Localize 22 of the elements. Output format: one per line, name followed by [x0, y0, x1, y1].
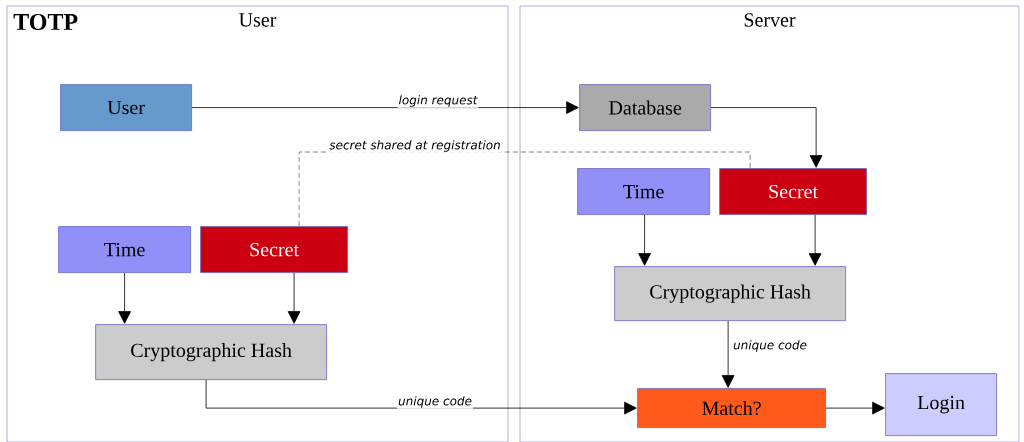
edge-label: login request: [397, 94, 479, 108]
process-box: Login: [885, 373, 997, 436]
process-box: Secret: [200, 226, 348, 273]
arrow: [808, 214, 822, 266]
process-box: Time: [577, 168, 710, 215]
edge-label: unique code: [397, 395, 473, 409]
process-box: Secret: [719, 168, 867, 215]
arrow: [710, 107, 823, 168]
arrow: [287, 272, 301, 324]
title: TOTP: [13, 13, 78, 31]
process-box: Cryptographic Hash: [95, 324, 327, 380]
arrow: [721, 320, 735, 388]
process-box: Database: [579, 84, 711, 131]
arrow: [118, 272, 131, 324]
decision-box: Match?: [637, 388, 826, 428]
arrow: [825, 401, 885, 415]
process-box: Time: [58, 226, 191, 273]
process-box: User: [60, 84, 192, 131]
edge-label: unique code: [732, 339, 808, 353]
edge-label: secret shared at registration: [328, 139, 502, 153]
arrow: [638, 214, 651, 266]
process-box: Cryptographic Hash: [614, 266, 846, 321]
